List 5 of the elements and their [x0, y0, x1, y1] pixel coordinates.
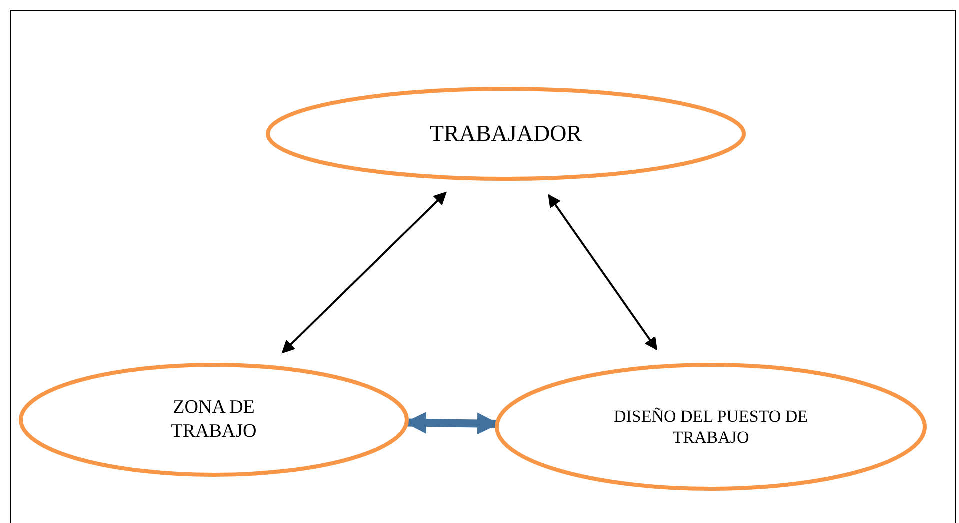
node-label: ZONA DE TRABAJO — [170, 396, 258, 444]
node-label: TRABAJADOR — [428, 120, 584, 148]
node-label: DISEÑO DEL PUESTO DE TRABAJO — [612, 406, 810, 448]
double-arrow — [282, 192, 448, 354]
double-arrow — [548, 194, 658, 351]
